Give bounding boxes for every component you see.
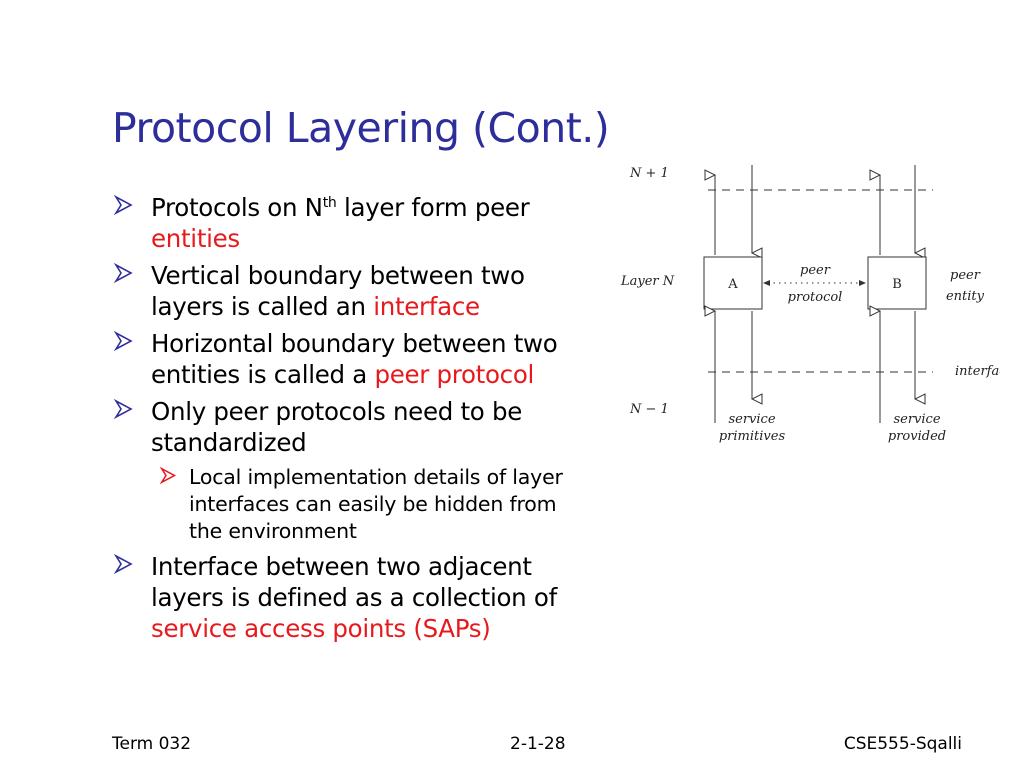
- highlight-text: peer protocol: [374, 360, 535, 389]
- bullet-arrow-icon: [114, 195, 133, 215]
- entity-label-a: A: [727, 277, 738, 292]
- peer-link-arrowhead-right: [859, 280, 866, 286]
- peer-link-arrowhead-left: [763, 280, 770, 286]
- label-service-primitives-1: service: [728, 412, 775, 427]
- bullet-arrow-icon: [114, 263, 133, 283]
- bullet-text: Only peer protocols need to be standardi…: [151, 397, 522, 457]
- label-service-provided-2: provided: [888, 429, 946, 444]
- label-peer-protocol-1: peer: [800, 263, 831, 278]
- bullet-list: Protocols on Nth layer form peer entitie…: [114, 192, 594, 650]
- entity-box-b: [867, 256, 927, 310]
- slide-title: Protocol Layering (Cont.): [112, 104, 610, 152]
- bullet-item-standardized: Only peer protocols need to be standardi…: [114, 396, 594, 458]
- bullet-arrow-icon: [114, 554, 133, 574]
- bullet-item-peer-protocol: Horizontal boundary between two entities…: [114, 328, 594, 390]
- label-layer-n: Layer N: [620, 274, 675, 289]
- bullet-arrow-icon: [114, 399, 133, 419]
- highlight-text: service access points (SAPs): [151, 614, 491, 643]
- bullet-item-interface: Vertical boundary between two layers is …: [114, 260, 594, 322]
- bullet-superscript: th: [322, 194, 337, 211]
- highlight-text: entities: [151, 224, 240, 253]
- footer-course: CSE555-Sqalli: [843, 734, 962, 754]
- layering-diagram: A B N + 1 Layer N N − 1 peer protocol pe…: [620, 165, 1000, 444]
- label-service-primitives-2: primitives: [719, 429, 786, 444]
- bullet-text: layer form peer: [336, 193, 530, 222]
- highlight-text: interface: [373, 292, 480, 321]
- entity-box-a: [703, 256, 763, 310]
- footer-slide-number: 2-1-28: [510, 734, 566, 754]
- footer-term: Term 032: [112, 734, 192, 754]
- label-n-minus-1: N − 1: [629, 402, 669, 417]
- sub-bullet-text: Local implementation details of layer in…: [189, 465, 563, 543]
- bullet-item-entities: Protocols on Nth layer form peer entitie…: [114, 192, 594, 254]
- label-peer-entity-2: entity: [946, 289, 985, 304]
- entity-label-b: B: [892, 277, 902, 292]
- bullet-arrow-icon: [114, 331, 133, 351]
- bullet-text: Horizontal boundary between two entities…: [151, 329, 558, 389]
- sub-bullet-arrow-icon: [160, 467, 177, 484]
- label-peer-entity-1: peer: [950, 268, 981, 283]
- label-n-plus-1: N + 1: [629, 166, 669, 181]
- bullet-text: Protocols on N: [151, 193, 323, 222]
- bullet-item-saps: Interface between two adjacent layers is…: [114, 551, 594, 644]
- label-interface: interface: [955, 364, 1000, 379]
- label-peer-protocol-2: protocol: [788, 290, 843, 305]
- sub-bullet-item-local-implementation: Local implementation details of layer in…: [160, 464, 594, 545]
- bullet-text: Interface between two adjacent layers is…: [151, 552, 557, 612]
- bullet-text: Vertical boundary between two layers is …: [151, 261, 525, 321]
- label-service-provided-1: service: [893, 412, 940, 427]
